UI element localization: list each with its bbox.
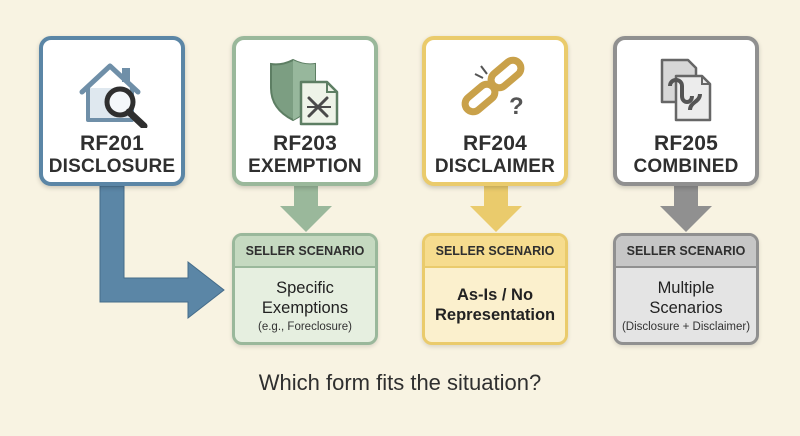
form-kind: DISCLAIMER: [434, 156, 556, 177]
form-code: RF204: [462, 132, 528, 155]
broken-chain-icon: ?: [461, 56, 525, 120]
scenario-header: SELLER SCENARIO: [616, 236, 756, 268]
scenario-header: SELLER SCENARIO: [235, 236, 375, 268]
svg-text:?: ?: [509, 93, 524, 120]
house-magnifier-icon: [79, 63, 148, 128]
scenario-box-combined: SELLER SCENARIO Multiple Scenarios (Disc…: [613, 233, 759, 345]
form-kind: COMBINED: [633, 156, 739, 177]
form-card-rf205: RF205 COMBINED: [613, 36, 759, 186]
form-card-rf204: ? RF204 DISCLAIMER: [422, 36, 568, 186]
question-caption: Which form fits the situation?: [258, 370, 542, 395]
scenario-note: (e.g., Foreclosure): [258, 320, 352, 333]
form-kind: DISCLOSURE: [48, 156, 176, 177]
scenario-main: Multiple Scenarios: [649, 278, 723, 317]
rf203-down-arrow: [280, 186, 332, 232]
scenario-main: Specific Exemptions: [261, 278, 349, 317]
form-card-rf201: RF201 DISCLOSURE: [39, 36, 185, 186]
scenario-box-exemption: SELLER SCENARIO Specific Exemptions (e.g…: [232, 233, 378, 345]
scenario-box-disclaimer: SELLER SCENARIO As-Is / No Representatio…: [422, 233, 568, 345]
form-code: RF205: [653, 132, 719, 155]
rf204-down-arrow: [470, 186, 522, 232]
form-code: RF201: [79, 132, 145, 155]
form-card-rf203: RF203 EXEMPTION: [232, 36, 378, 186]
scenario-note: (Disclosure + Disclaimer): [621, 320, 751, 333]
rf205-down-arrow: [660, 186, 712, 232]
overlapping-documents-icon: [660, 58, 712, 122]
form-kind: EXEMPTION: [248, 156, 362, 177]
form-code: RF203: [272, 132, 338, 155]
shield-document-icon: [270, 58, 339, 126]
scenario-main: As-Is / No Representation: [435, 286, 556, 324]
rf201-elbow-arrow: [99, 185, 225, 320]
scenario-header: SELLER SCENARIO: [425, 236, 565, 268]
